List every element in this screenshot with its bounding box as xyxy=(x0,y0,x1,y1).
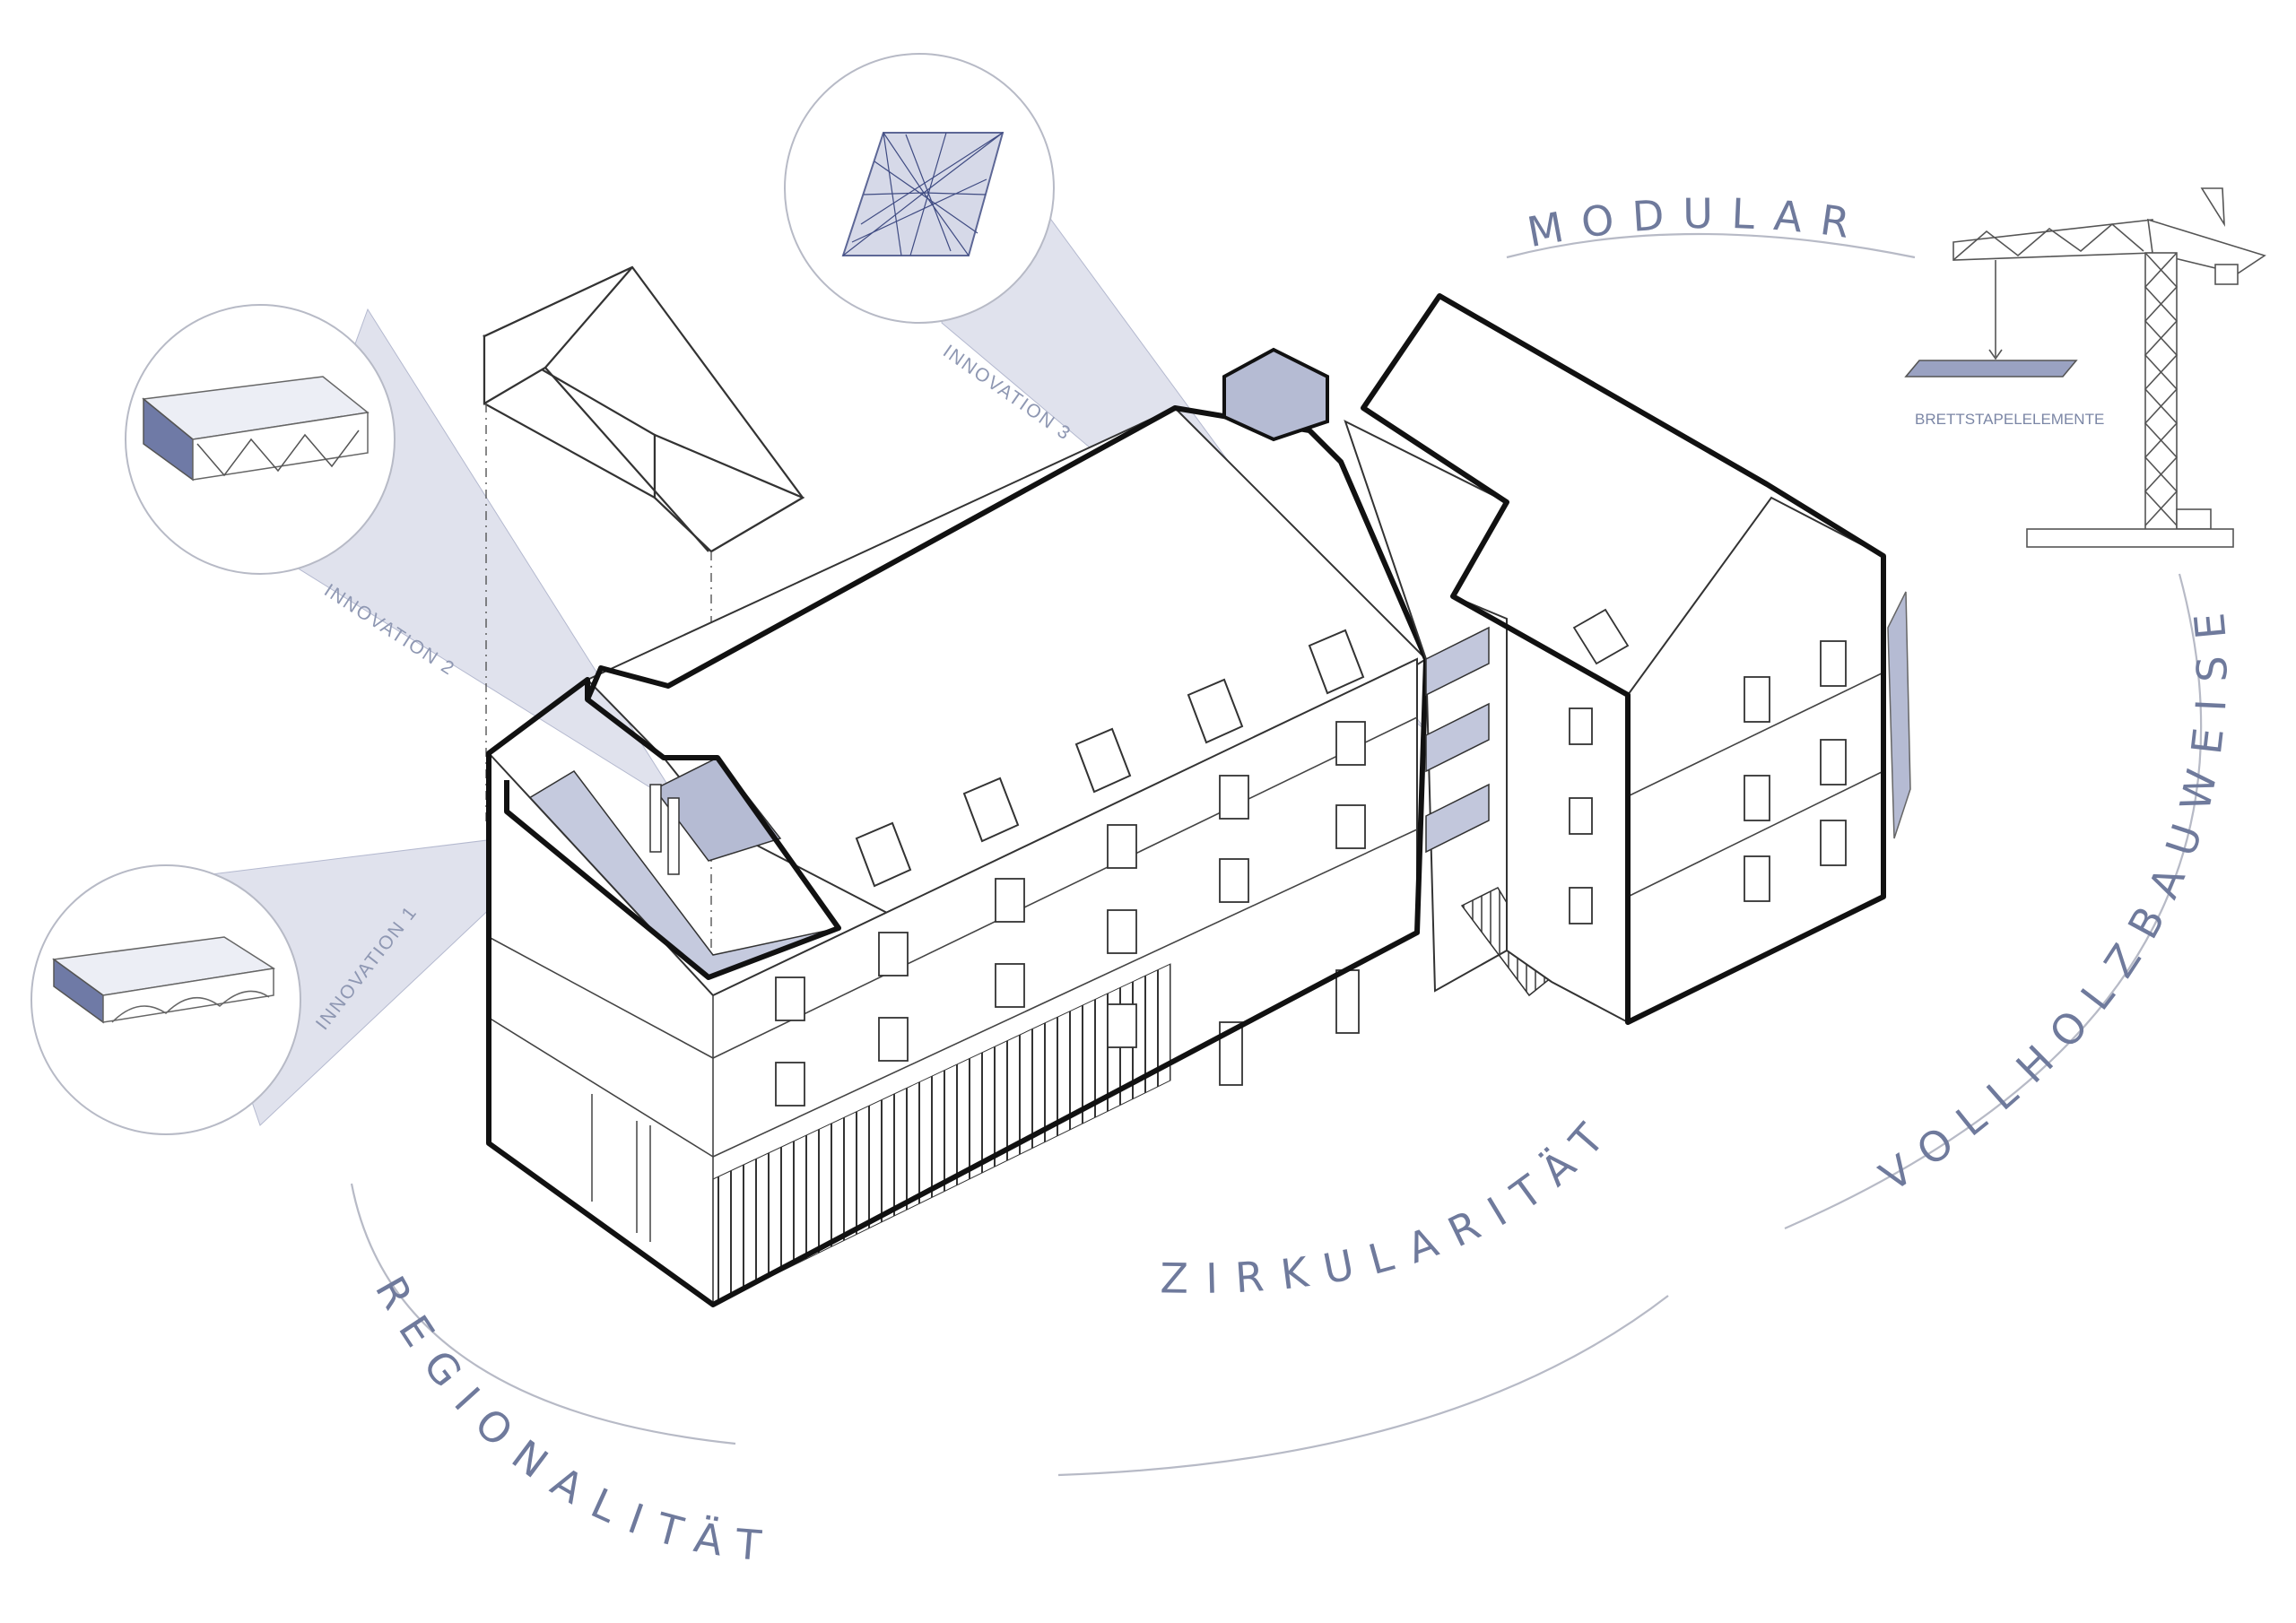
label-zirkularitaet: ZIRKULARITÄT xyxy=(1160,1101,1625,1303)
detail-circle-innovation-3 xyxy=(784,53,1055,324)
main-windows xyxy=(775,721,1366,1107)
geodesic-panel-detail xyxy=(841,132,1004,256)
label-modular: MODULAR xyxy=(1524,189,1871,256)
main-building xyxy=(486,405,1429,1307)
crane-icon xyxy=(1904,187,2266,548)
right-building xyxy=(1361,293,1911,1025)
timber-cladding xyxy=(712,963,1171,1306)
floating-roof-module xyxy=(483,265,805,553)
main-skylights xyxy=(855,629,1365,888)
label-vollholzbauweise: VOLLHOLZBAUWEISE xyxy=(1871,593,2236,1201)
arc-regionalitaet-line xyxy=(350,1183,736,1445)
arc-zirkularitaet-line xyxy=(1057,1295,1669,1477)
chimney xyxy=(1222,347,1329,442)
brettstapel-element xyxy=(1904,360,2078,378)
facade-fins xyxy=(1887,591,1911,839)
detail-circle-innovation-1 xyxy=(30,864,301,1135)
right-windows xyxy=(1569,608,1847,924)
vaulted-slab-detail xyxy=(52,936,276,1024)
label-regionalitaet: REGIONALITÄT xyxy=(366,1268,781,1571)
label-brettstapelelemente: BRETTSTAPELELEMENTE xyxy=(1915,411,2104,428)
outer-arcs xyxy=(350,232,2203,1477)
arc-modular-line xyxy=(1506,232,1916,259)
right-outline xyxy=(1361,293,1886,1025)
arc-vollholz-line xyxy=(1784,573,2203,1230)
truss-slab-detail xyxy=(142,376,370,482)
terrace-slab xyxy=(653,757,782,862)
detail-circle-innovation-2 xyxy=(125,304,396,575)
